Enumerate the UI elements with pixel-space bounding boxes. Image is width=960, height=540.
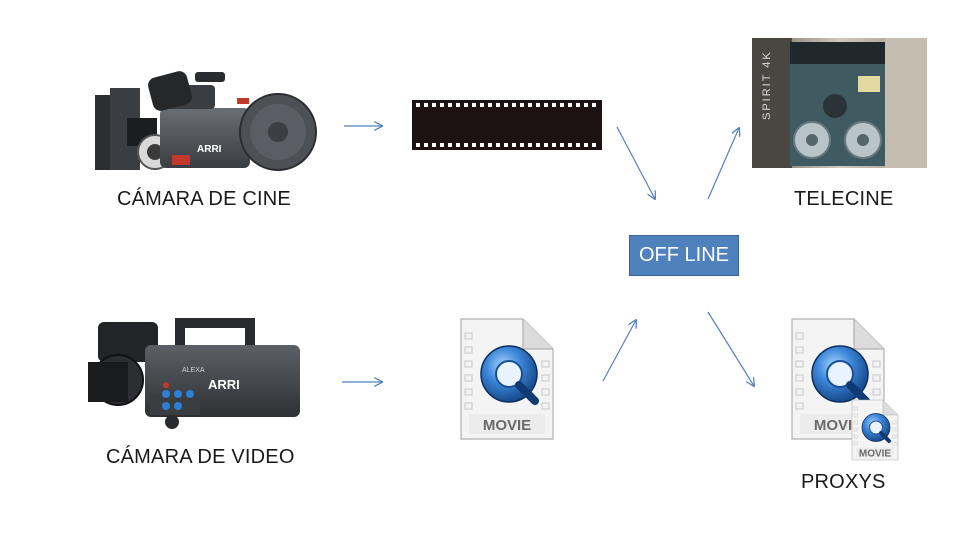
telecine-brand-text: SPIRIT 4K <box>761 50 773 120</box>
sprocket-hole <box>544 143 548 147</box>
sprocket-hole <box>560 143 564 147</box>
arrow-offline-to-telecine <box>707 128 739 200</box>
sprocket-hole <box>512 143 516 147</box>
movie-file-label: MOVIE <box>483 417 531 434</box>
sprocket-hole <box>480 103 484 107</box>
sprocket-hole <box>440 143 444 147</box>
video-camera-icon: ARRI ALEXA <box>88 318 300 429</box>
sprocket-hole <box>440 103 444 107</box>
sprocket-hole <box>584 103 588 107</box>
sprocket-hole <box>592 103 596 107</box>
sprocket-hole <box>480 143 484 147</box>
cine-camera-icon: ARRI <box>95 71 317 171</box>
sprocket-hole <box>576 143 580 147</box>
sprocket-hole <box>472 143 476 147</box>
sprocket-hole <box>432 103 436 107</box>
sprocket-hole <box>528 103 532 107</box>
cine-brand-text: ARRI <box>197 144 222 155</box>
sprocket-hole <box>536 143 540 147</box>
sprocket-hole <box>504 143 508 147</box>
sprocket-hole <box>496 143 500 147</box>
sprocket-hole <box>448 103 452 107</box>
sprocket-hole <box>552 143 556 147</box>
sprocket-hole <box>424 103 428 107</box>
offline-box: OFF LINE <box>629 235 739 276</box>
sprocket-hole <box>432 143 436 147</box>
arrow-film-to-offline <box>616 126 655 199</box>
sprocket-hole <box>536 103 540 107</box>
sprocket-hole <box>552 103 556 107</box>
movie-file-icon: MOVIE <box>461 319 553 439</box>
sprocket-hole <box>456 143 460 147</box>
arrows <box>342 126 754 386</box>
label-proxys: PROXYS <box>801 471 886 493</box>
sprocket-hole <box>416 103 420 107</box>
label-cine-camera: CÁMARA DE CINE <box>117 188 291 210</box>
sprocket-hole <box>488 103 492 107</box>
sprocket-hole <box>528 143 532 147</box>
sprocket-hole <box>512 103 516 107</box>
proxy-small-file-label: MOVIE <box>859 449 892 460</box>
sprocket-hole <box>568 143 572 147</box>
sprocket-hole <box>424 143 428 147</box>
sprocket-hole <box>448 143 452 147</box>
sprocket-hole <box>560 103 564 107</box>
proxy-file-icon: MOVIE <box>792 319 884 439</box>
film-strip-icon <box>412 100 602 150</box>
sprocket-hole <box>576 103 580 107</box>
sprocket-hole <box>472 103 476 107</box>
label-telecine: TELECINE <box>794 188 894 210</box>
proxy-file-label: MOVIE <box>814 417 862 434</box>
telecine-machine-icon: SPIRIT 4K <box>752 38 927 168</box>
sprocket-hole <box>416 143 420 147</box>
video-model-text: ALEXA <box>182 367 205 374</box>
sprocket-hole <box>464 103 468 107</box>
sprocket-hole <box>520 103 524 107</box>
sprocket-hole <box>584 143 588 147</box>
sprocket-hole <box>464 143 468 147</box>
proxy-small-file-icon: MOVIE <box>850 398 900 462</box>
sprocket-hole <box>456 103 460 107</box>
sprocket-hole <box>488 143 492 147</box>
sprocket-hole <box>592 143 596 147</box>
arrow-offline-to-proxys <box>707 311 754 386</box>
label-video-camera: CÁMARA DE VIDEO <box>106 446 295 468</box>
sprocket-hole <box>520 143 524 147</box>
arrow-movie-to-offline <box>602 320 636 382</box>
sprocket-hole <box>568 103 572 107</box>
video-brand-text: ARRI <box>208 377 240 392</box>
sprocket-hole <box>504 103 508 107</box>
sprocket-hole <box>544 103 548 107</box>
sprocket-hole <box>496 103 500 107</box>
